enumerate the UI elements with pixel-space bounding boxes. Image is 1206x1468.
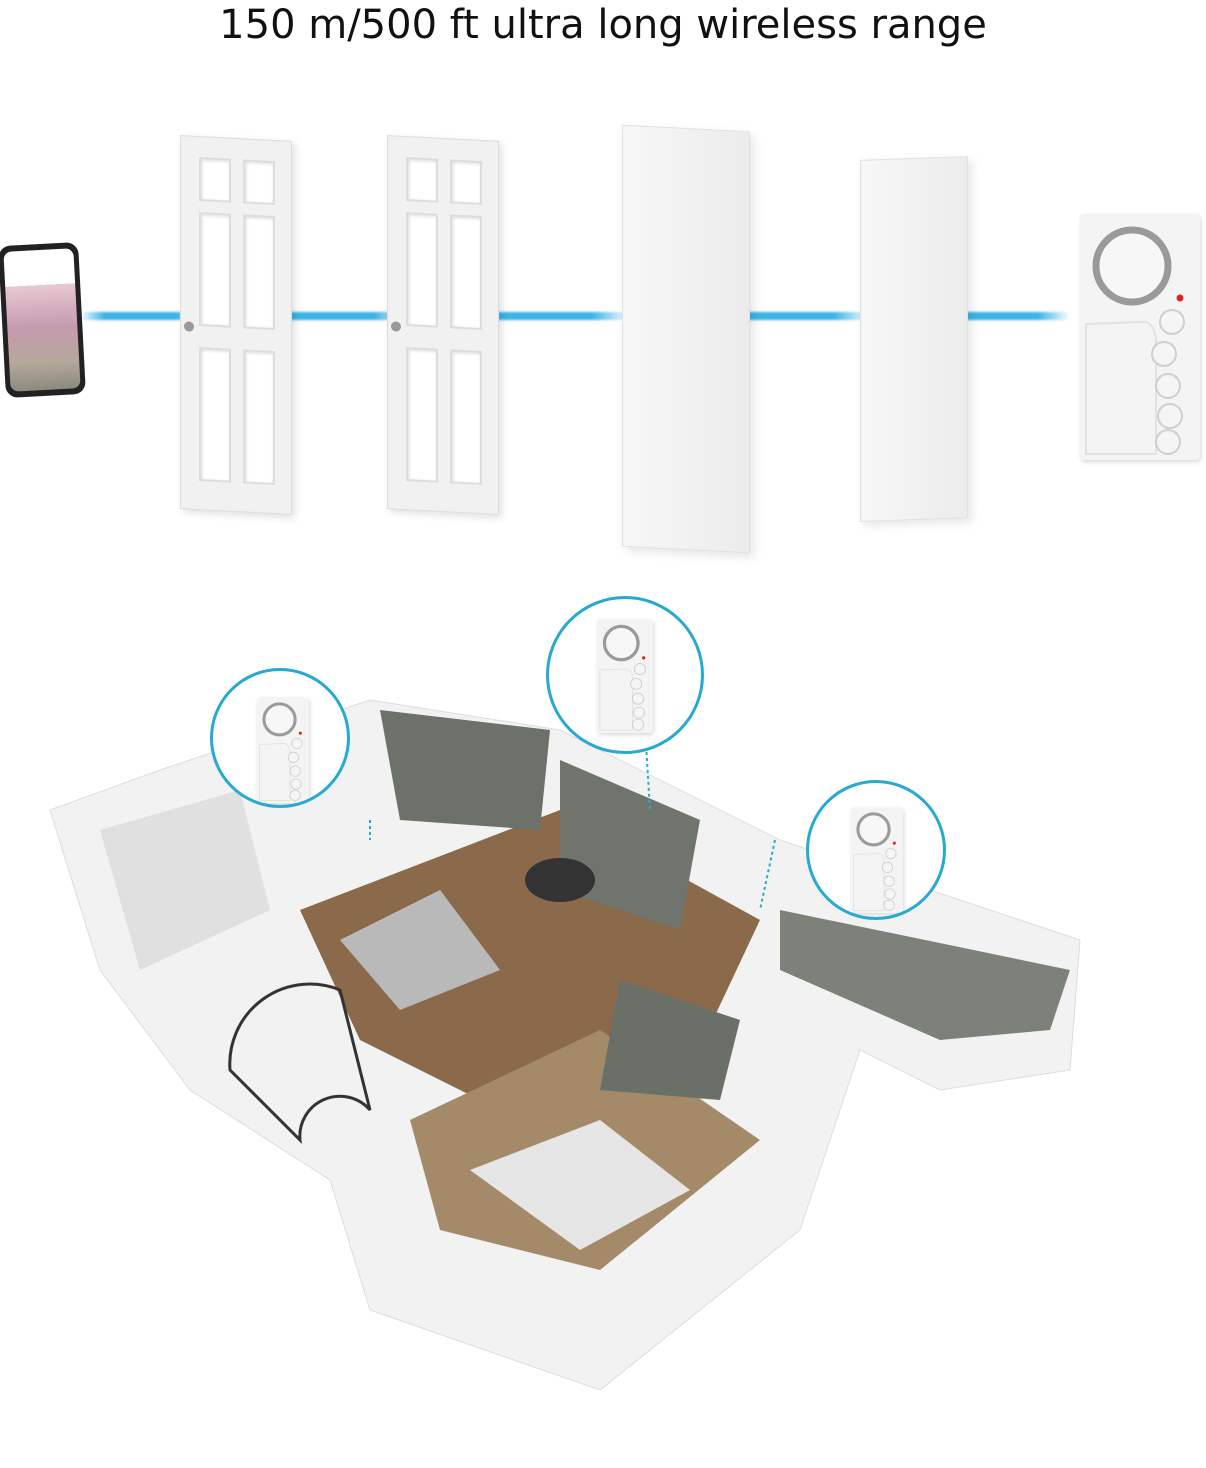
wall-icon <box>622 124 750 554</box>
smartphone-icon <box>0 242 86 398</box>
wall-icon <box>860 156 968 522</box>
headline: 150 m/500 ft ultra long wireless range <box>219 2 987 48</box>
door-alarm-icon <box>597 619 653 733</box>
alarm-callout <box>546 596 704 754</box>
door-alarm-icon <box>851 807 903 913</box>
door-icon <box>180 135 292 515</box>
alarm-callout <box>806 780 946 920</box>
floorplan-illustration <box>49 699 1081 1390</box>
door-alarm-icon <box>1080 214 1200 460</box>
door-icon <box>387 135 499 515</box>
alarm-callout <box>210 668 350 808</box>
door-alarm-icon <box>257 697 309 803</box>
